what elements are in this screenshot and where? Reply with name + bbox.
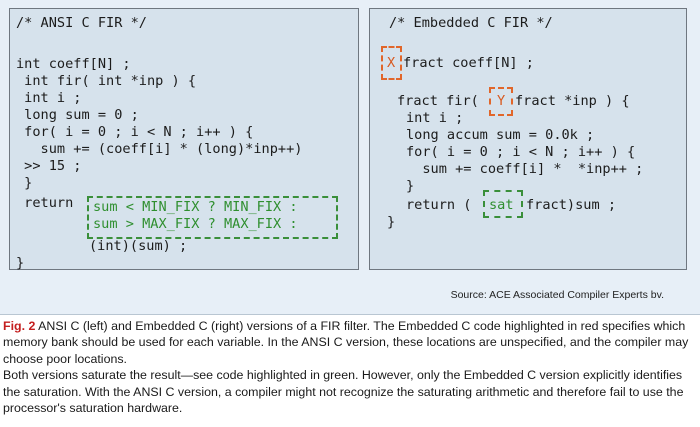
code-line: } xyxy=(387,214,396,230)
code-line: for( i = 0 ; i < N ; i++ ) { xyxy=(16,124,254,140)
code-line: fract *inp ) { xyxy=(515,93,630,109)
sat-highlight-green xyxy=(483,190,523,218)
y-mark: Y xyxy=(497,93,506,109)
caption-paragraph-1: Fig. 2 ANSI C (left) and Embedded C (rig… xyxy=(3,318,697,367)
code-line: int fir( int *inp ) { xyxy=(16,73,197,89)
code-line: fract)sum ; xyxy=(526,197,617,213)
code-line: return ( xyxy=(406,197,472,213)
caption-text-1: ANSI C (left) and Embedded C (right) ver… xyxy=(3,319,689,366)
embedded-title: /* Embedded C FIR */ xyxy=(389,15,553,31)
code-line: for( i = 0 ; i < N ; i++ ) { xyxy=(406,144,636,160)
code-line: >> 15 ; xyxy=(16,158,82,174)
figure-caption: Fig. 2 ANSI C (left) and Embedded C (rig… xyxy=(3,318,697,416)
saturation-highlight-green xyxy=(87,196,338,239)
caption-paragraph-2: Both versions saturate the result—see co… xyxy=(3,368,684,416)
figure-label: Fig. 2 xyxy=(3,319,36,333)
code-line: fract fir( xyxy=(397,93,479,109)
code-line: long accum sum = 0.0k ; xyxy=(406,127,595,143)
green-code-line: sum > MAX_FIX ? MAX_FIX : xyxy=(93,216,298,232)
memory-bank-highlight-y xyxy=(489,87,513,116)
source-credit: Source: ACE Associated Compiler Experts … xyxy=(450,289,664,301)
code-line: long sum = 0 ; xyxy=(16,107,139,123)
code-line: fract coeff[N] ; xyxy=(403,55,534,71)
code-line: int i ; xyxy=(16,90,82,106)
code-line: } xyxy=(16,175,33,191)
memory-bank-highlight-x xyxy=(381,46,402,80)
code-line: (int)(sum) ; xyxy=(89,238,188,254)
embedded-c-code-panel: /* Embedded C FIR */ X fract coeff[N] ; … xyxy=(369,8,687,270)
code-line: } xyxy=(406,178,415,194)
ansi-c-code-panel: /* ANSI C FIR */ int coeff[N] ; int fir(… xyxy=(9,8,359,271)
figure-area: /* ANSI C FIR */ int coeff[N] ; int fir(… xyxy=(0,0,700,315)
code-line: sum += (coeff[i] * (long)*inp++) xyxy=(16,141,303,157)
x-mark: X xyxy=(387,55,396,71)
code-line: sum += coeff[i] * *inp++ ; xyxy=(406,161,644,177)
ansi-title: /* ANSI C FIR */ xyxy=(16,15,147,31)
code-line: } xyxy=(16,255,25,271)
code-line: return xyxy=(16,195,74,211)
green-code-line: sum < MIN_FIX ? MIN_FIX : xyxy=(93,199,298,215)
sat-keyword: sat xyxy=(489,197,514,213)
code-line: int coeff[N] ; xyxy=(16,56,131,72)
code-line: int i ; xyxy=(406,110,464,126)
